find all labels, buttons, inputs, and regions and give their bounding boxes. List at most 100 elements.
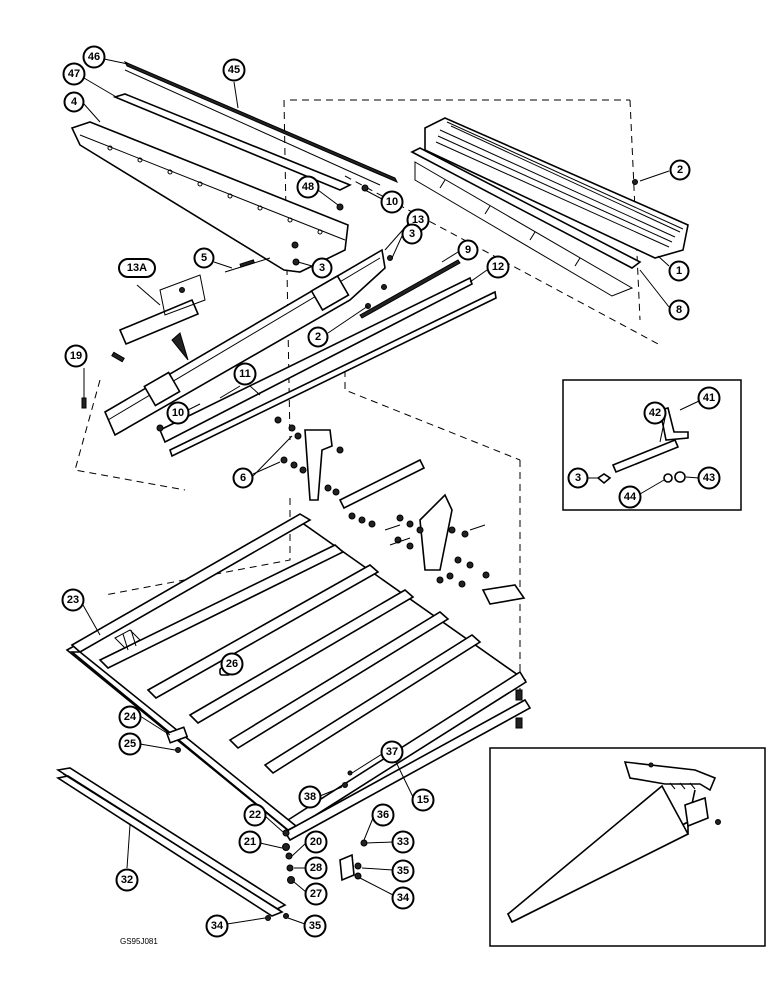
callout-24: 24 (118, 705, 142, 729)
tag-13a-label: 13A (127, 262, 147, 274)
callout-48: 48 (296, 175, 320, 199)
callout-10: 10 (380, 190, 404, 214)
callout-number: 10 (386, 196, 398, 208)
callout-circle (222, 58, 246, 82)
callout-circle (220, 652, 244, 676)
callout-number: 35 (309, 920, 321, 932)
grate-1 (424, 117, 689, 259)
callout-number: 26 (226, 658, 238, 670)
callout-number: 2 (315, 331, 321, 343)
drawing-code: GS95J081 (120, 937, 158, 946)
angle-32 (55, 767, 289, 921)
callout-circle (243, 803, 267, 827)
callout-46: 46 (82, 45, 106, 69)
callout-circle (391, 886, 415, 910)
callout-circle (618, 485, 642, 509)
callout-25: 25 (118, 732, 142, 756)
callout-circle (307, 326, 329, 348)
callout-number: 8 (676, 304, 682, 316)
callout-circle (61, 588, 85, 612)
callout-35: 35 (391, 859, 415, 883)
callout-circle (296, 175, 320, 199)
callout-circle (643, 401, 667, 425)
callout-27: 27 (304, 882, 328, 906)
tag-13a: 13A (118, 258, 156, 278)
callout-number: 47 (68, 68, 80, 80)
callout-circle (63, 91, 85, 113)
plate-47 (112, 93, 352, 191)
callout-number: 34 (211, 920, 224, 932)
callout-circle (304, 856, 328, 880)
callout-circle (193, 247, 215, 269)
callout-number: 35 (397, 865, 409, 877)
callout-number: 3 (319, 262, 325, 274)
callout-26: 26 (220, 652, 244, 676)
callout-number: 3 (575, 472, 581, 484)
rod-9 (359, 259, 461, 319)
callout-4: 4 (63, 91, 85, 113)
callout-circle (82, 45, 106, 69)
callout-number: 33 (397, 836, 409, 848)
callout-36: 36 (371, 803, 395, 827)
callout-number: 46 (88, 51, 100, 63)
callout-8: 8 (668, 299, 690, 321)
callout-number: 23 (67, 594, 79, 606)
arrow (171, 332, 189, 361)
callout-3: 3 (567, 467, 589, 489)
callout-circle (401, 223, 423, 245)
callout-12: 12 (486, 255, 510, 279)
callout-number: 41 (703, 392, 715, 404)
callout-41: 41 (697, 386, 721, 410)
callout-number: 37 (386, 746, 398, 758)
callout-circle (115, 868, 139, 892)
callout-circle (233, 362, 257, 386)
callout-circle (391, 859, 415, 883)
callout-circle (371, 803, 395, 827)
callout-number: 12 (492, 261, 504, 273)
bar-15 (283, 698, 532, 842)
callout-circle (669, 159, 691, 181)
callout-circle (304, 882, 328, 906)
callout-34: 34 (391, 886, 415, 910)
rod-45 (123, 61, 399, 183)
callout-number: 11 (239, 368, 251, 380)
plate-8 (410, 147, 642, 269)
callout-42: 42 (643, 401, 667, 425)
top-grate-assembly (410, 117, 689, 297)
callout-number: 43 (703, 472, 715, 484)
callout-9: 9 (457, 239, 479, 261)
callout-23: 23 (61, 588, 85, 612)
callout-number: 1 (676, 265, 682, 277)
callout-43: 43 (697, 466, 721, 490)
callout-34: 34 (205, 914, 229, 938)
callout-number: 36 (377, 809, 389, 821)
callout-19: 19 (64, 344, 88, 368)
callout-circle (205, 914, 229, 938)
callout-circle (380, 190, 404, 214)
callout-5: 5 (193, 247, 215, 269)
rail-11 (158, 276, 473, 444)
callout-circle (457, 239, 479, 261)
callout-number: 24 (124, 711, 137, 723)
bracket-13a (118, 298, 200, 346)
middle-rail-assembly (81, 248, 497, 458)
callout-20: 20 (304, 830, 328, 854)
callout-circle (668, 260, 690, 282)
callout-number: 32 (121, 874, 133, 886)
callout-33: 33 (391, 830, 415, 854)
callout-15: 15 (411, 788, 435, 812)
callout-number: 45 (228, 64, 240, 76)
callout-circle (62, 62, 86, 86)
inset-box-deflector (489, 747, 766, 947)
callout-circle (64, 344, 88, 368)
callout-number: 22 (249, 809, 261, 821)
callout-number: 15 (417, 794, 429, 806)
callout-21: 21 (238, 830, 262, 854)
callout-number: 13 (412, 214, 424, 226)
callout-number: 25 (124, 738, 136, 750)
callout-circle (567, 467, 589, 489)
callout-1: 1 (668, 260, 690, 282)
callout-28: 28 (304, 856, 328, 880)
callout-number: 5 (201, 252, 207, 264)
callout-circle (391, 830, 415, 854)
